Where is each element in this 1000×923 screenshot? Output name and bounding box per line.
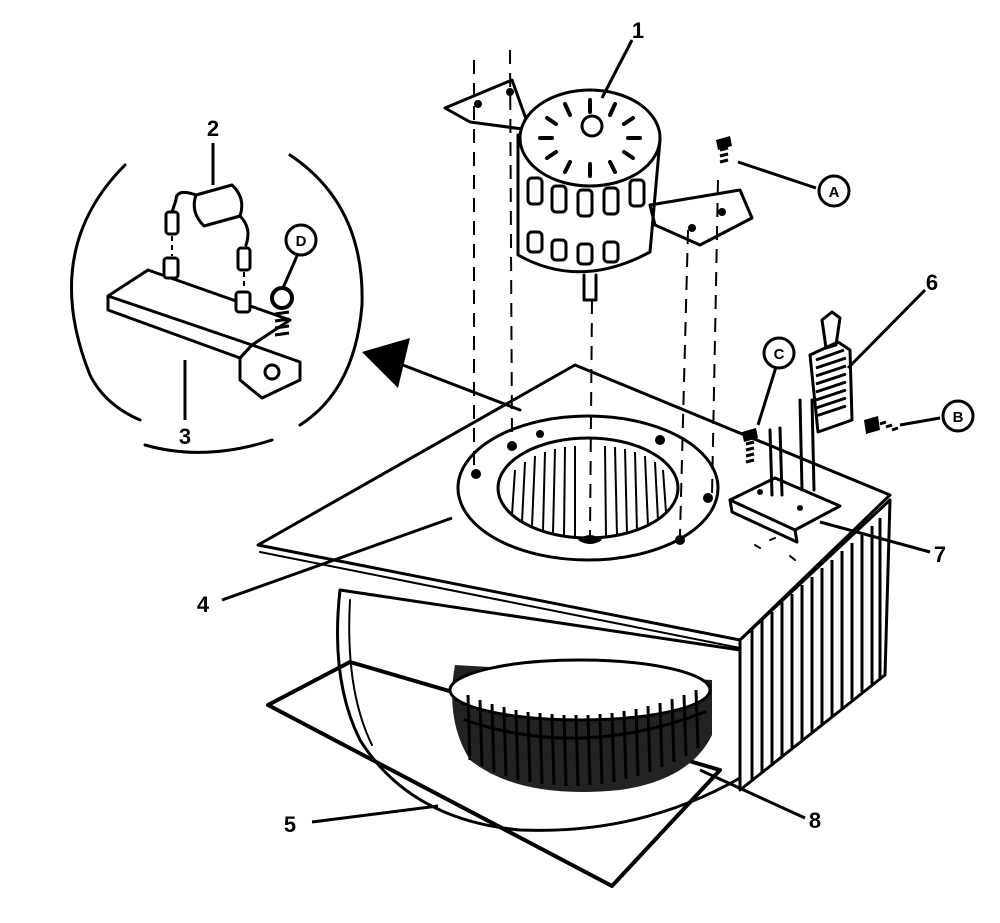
- part-label-5: 5: [284, 812, 296, 837]
- hardware-callouts: A B C D: [284, 174, 975, 433]
- screw-d: [270, 286, 294, 337]
- screw-a: [716, 136, 732, 164]
- inlet-ring: [456, 414, 720, 562]
- callout-d: D: [284, 223, 318, 257]
- screw-c: [742, 428, 758, 464]
- callout-a: A: [817, 174, 851, 208]
- capacitor: [164, 183, 252, 272]
- part-label-8: 8: [809, 808, 821, 833]
- callout-c: C: [762, 336, 796, 370]
- housing-top-plate: [256, 363, 892, 649]
- part-label-2: 2: [207, 116, 219, 141]
- capacitor-bracket: [106, 236, 302, 400]
- switch-bracket: [728, 476, 842, 561]
- thermal-switch: [768, 310, 854, 497]
- part-number-labels: 1 2 3 4 5 6 7 8: [179, 18, 946, 837]
- part-label-6: 6: [926, 270, 938, 295]
- callout-b: B: [941, 399, 975, 433]
- part-label-1: 1: [632, 18, 644, 43]
- part-label-3: 3: [179, 424, 191, 449]
- leader-lines: [183, 39, 941, 824]
- callout-c-letter: C: [774, 346, 785, 363]
- callout-b-letter: B: [953, 409, 964, 426]
- callout-a-letter: A: [829, 184, 840, 201]
- side-panel-hatch: [750, 518, 882, 780]
- assembly-guide-lines: [473, 49, 719, 536]
- callout-d-letter: D: [296, 233, 307, 250]
- detail-arrow: [362, 338, 522, 412]
- capacitor-detail-view: [69, 153, 364, 454]
- part-label-7: 7: [934, 542, 946, 567]
- screw-b: [864, 416, 899, 434]
- blower-wheel: [448, 658, 712, 792]
- motor: [443, 78, 754, 302]
- part-label-4: 4: [197, 592, 210, 617]
- blower-housing: [336, 498, 892, 832]
